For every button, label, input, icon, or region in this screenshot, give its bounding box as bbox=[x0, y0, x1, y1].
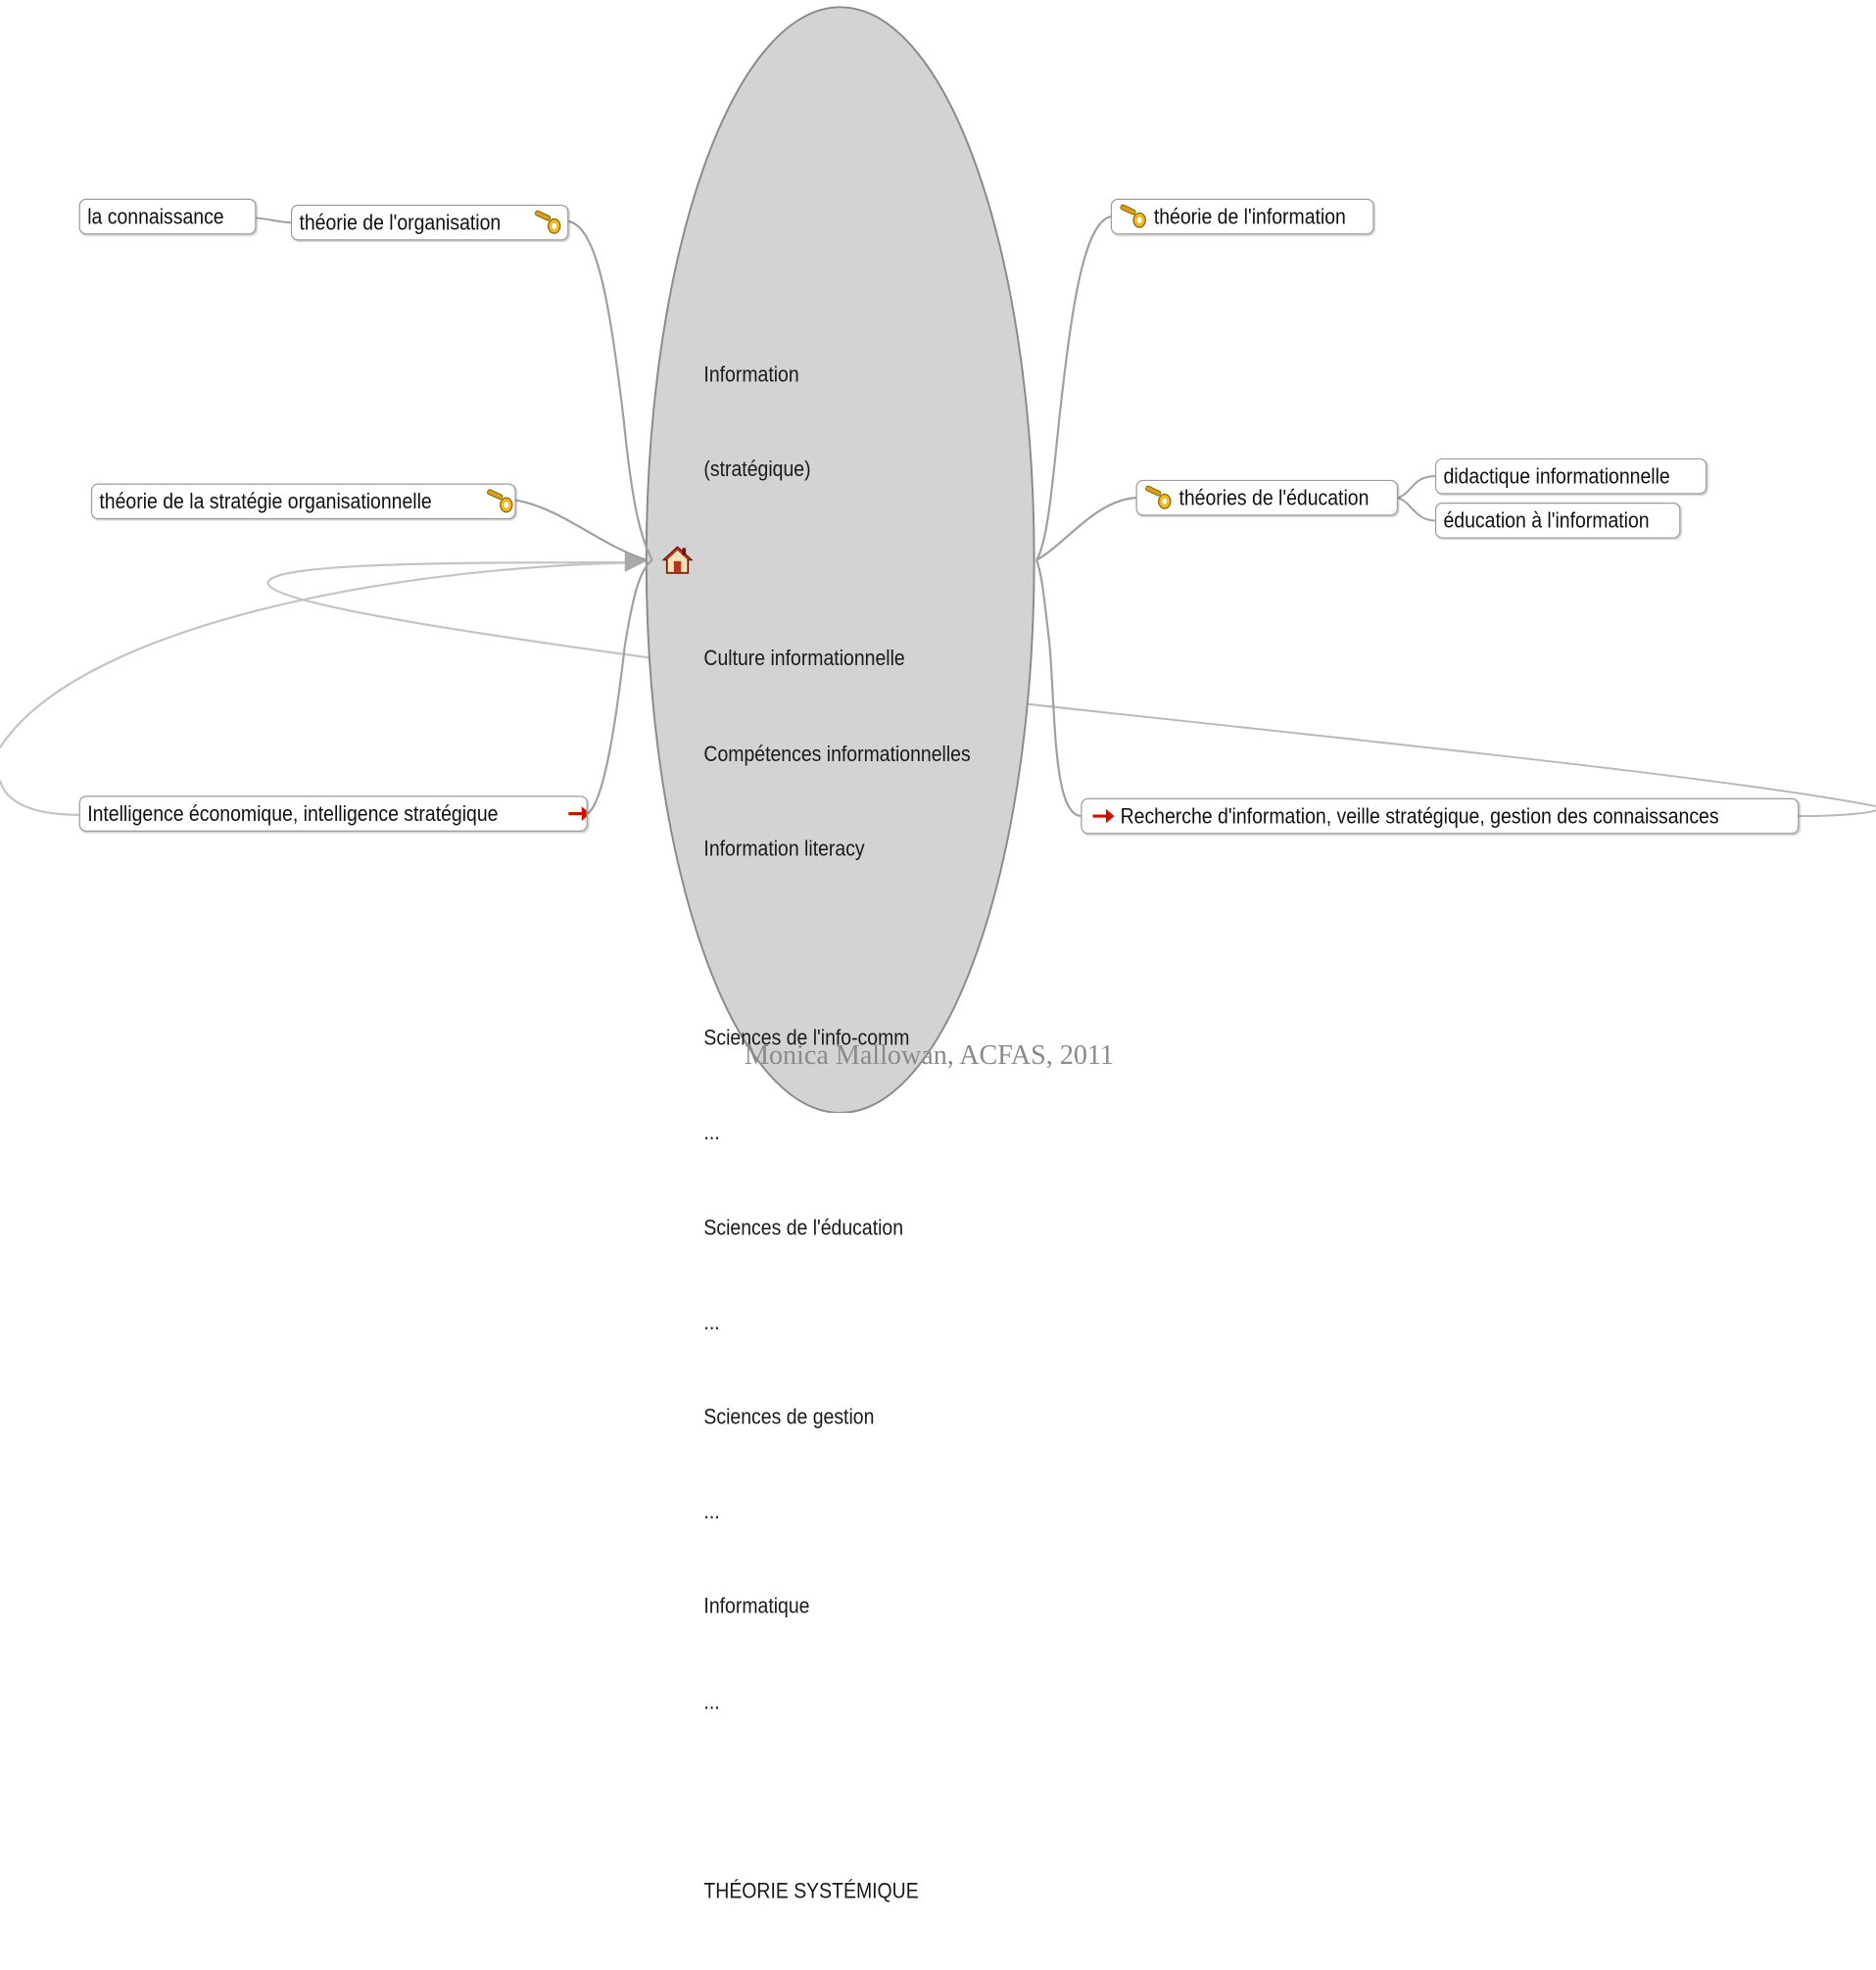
node-label: Intelligence économique, intelligence st… bbox=[87, 800, 499, 826]
node-theorie-strategie[interactable]: théorie de la stratégie organisationnell… bbox=[90, 483, 516, 520]
central-node-line: THÉORIE SYSTÉMIQUE bbox=[703, 1877, 919, 1903]
central-node-line bbox=[703, 1780, 970, 1811]
node-theories-education[interactable]: théories de l'éducation bbox=[1135, 479, 1399, 516]
node-label: didactique informationnelle bbox=[1443, 462, 1670, 489]
central-node-line: Informatique bbox=[703, 1593, 810, 1619]
cross-link-line bbox=[1799, 809, 1876, 818]
mind-map-connectors bbox=[0, 6, 1876, 1113]
node-la-connaissance[interactable]: la connaissance bbox=[78, 198, 257, 235]
central-node-text[interactable]: Information (stratégique) Culture inform… bbox=[703, 296, 970, 1970]
central-node-line: (stratégique) bbox=[703, 456, 811, 482]
node-label: la connaissance bbox=[87, 203, 224, 229]
branch-line bbox=[1035, 216, 1112, 561]
arrow-right-icon[interactable] bbox=[565, 800, 587, 827]
key-icon bbox=[1144, 485, 1173, 511]
central-node-line: ... bbox=[703, 1119, 720, 1145]
node-label: théorie de l'information bbox=[1153, 203, 1346, 229]
central-node-line: ... bbox=[703, 1498, 720, 1524]
arrow-right-icon[interactable] bbox=[1089, 803, 1118, 830]
central-node-line: Sciences de l'info-comm bbox=[703, 1024, 910, 1050]
link-arrowhead bbox=[624, 550, 647, 572]
key-icon bbox=[534, 210, 562, 236]
central-node-line: Sciences de l'éducation bbox=[703, 1214, 904, 1240]
branch-line bbox=[1397, 497, 1435, 522]
central-node-shape[interactable] bbox=[645, 6, 1035, 1113]
mind-map-canvas: Information (stratégique) Culture inform… bbox=[0, 6, 1876, 1902]
central-node-line bbox=[703, 928, 970, 959]
central-node-line: Information literacy bbox=[703, 835, 865, 861]
cross-link-line bbox=[0, 561, 639, 749]
node-label: théorie de l'organisation bbox=[299, 209, 502, 235]
central-node-line bbox=[703, 549, 970, 580]
node-theorie-information[interactable]: théorie de l'information bbox=[1110, 198, 1374, 235]
author-credit: Monica Mallowan, ACFAS, 2011 bbox=[744, 1039, 1114, 1071]
cross-link-line bbox=[0, 780, 79, 816]
central-node-line: Culture informationnelle bbox=[703, 645, 905, 671]
node-recherche-information[interactable]: Recherche d'information, veille stratégi… bbox=[1081, 797, 1800, 835]
key-icon bbox=[486, 488, 514, 514]
node-label: théories de l'éducation bbox=[1179, 484, 1370, 510]
node-didactique-informationnelle[interactable]: didactique informationnelle bbox=[1434, 457, 1708, 495]
central-node-line: Sciences de gestion bbox=[703, 1403, 875, 1429]
node-intelligence-economique[interactable]: Intelligence économique, intelligence st… bbox=[78, 795, 588, 832]
home-icon bbox=[661, 545, 694, 576]
central-node-line: Information bbox=[703, 360, 799, 387]
branch-line bbox=[1397, 475, 1435, 500]
key-icon bbox=[1119, 204, 1147, 230]
node-label: Recherche d'information, veille stratégi… bbox=[1120, 802, 1719, 829]
branch-line bbox=[568, 219, 653, 561]
branch-line bbox=[1035, 559, 1082, 818]
branch-line bbox=[255, 216, 291, 224]
node-theorie-organisation[interactable]: théorie de l'organisation bbox=[290, 204, 569, 241]
node-label: éducation à l'information bbox=[1443, 506, 1650, 533]
central-node-line: Compétences informationnelles bbox=[703, 740, 971, 766]
central-node-line: ... bbox=[703, 1309, 720, 1334]
branch-line bbox=[587, 558, 653, 815]
cross-link-line bbox=[266, 561, 653, 659]
branch-line bbox=[515, 499, 648, 561]
central-node-line: ... bbox=[703, 1688, 720, 1713]
node-education-information[interactable]: éducation à l'information bbox=[1434, 503, 1681, 539]
node-label: théorie de la stratégie organisationnell… bbox=[99, 488, 432, 514]
branch-line bbox=[1035, 497, 1136, 561]
cross-link-line bbox=[1023, 702, 1876, 808]
